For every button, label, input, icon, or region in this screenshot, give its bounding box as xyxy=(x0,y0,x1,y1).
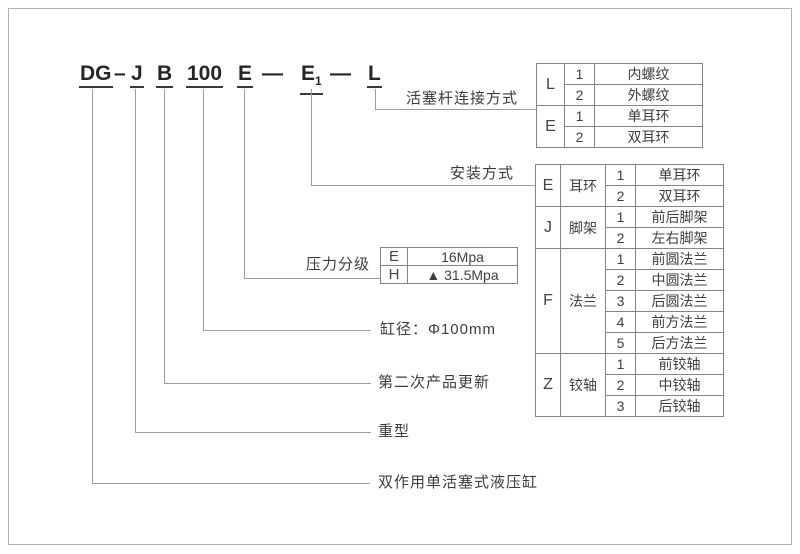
label-revision: 第二次产品更新 xyxy=(378,374,491,391)
option-num: 2 xyxy=(605,269,636,291)
code-bore: 100 xyxy=(186,62,224,88)
table-row: E 16Mpa xyxy=(380,247,518,266)
code-emdash-1: — xyxy=(262,62,283,85)
option-desc: 单耳环 xyxy=(594,105,703,127)
option-num: 2 xyxy=(605,185,636,207)
option-desc: 前圆法兰 xyxy=(635,248,724,270)
option-num: 2 xyxy=(564,84,595,106)
pressure-table: E 16Mpa H ▲ 31.5Mpa xyxy=(380,247,518,284)
dropline-rod-conn xyxy=(375,89,376,109)
table-row: E 1 单耳环 xyxy=(536,105,703,148)
option-num: 1 xyxy=(605,164,636,186)
code-emdash-2: — xyxy=(330,62,351,85)
rod-connection-table: L 1 内螺纹 2 外螺纹 E 1 单耳环 2 双耳环 xyxy=(536,63,703,148)
option-num: 1 xyxy=(605,248,636,270)
table-row: E 耳环 1 单耳环 xyxy=(535,164,724,207)
option-num: 1 xyxy=(564,105,595,127)
leader-pressure xyxy=(244,278,380,279)
table-row: J 脚架 1 前后脚架 xyxy=(535,206,724,249)
dropline-pressure xyxy=(244,89,245,278)
option-desc: 前铰轴 xyxy=(635,353,724,375)
option-desc: 双耳环 xyxy=(635,185,724,207)
label-bore: 缸径：Φ100mm xyxy=(380,321,496,338)
section-name: 法兰 xyxy=(560,248,606,354)
option-num: 4 xyxy=(605,311,636,333)
option-desc: 前方法兰 xyxy=(635,311,724,333)
leader-rod-conn xyxy=(375,109,536,110)
option-desc: 左右脚架 xyxy=(635,227,724,249)
section-code: E xyxy=(535,164,561,207)
option-desc: 后铰轴 xyxy=(635,395,724,417)
table-row: L 1 内螺纹 xyxy=(536,63,703,106)
option-num: 1 xyxy=(605,353,636,375)
option-num: 2 xyxy=(605,374,636,396)
code-pressure: E xyxy=(237,62,254,88)
section-code: E xyxy=(536,105,565,148)
option-desc: 后方法兰 xyxy=(635,332,724,354)
table-row: 2 外螺纹 xyxy=(537,84,703,106)
option-desc: 内螺纹 xyxy=(594,63,703,85)
pressure-value: 16Mpa xyxy=(407,247,518,266)
mounting-table: E 耳环 1 单耳环 2 双耳环 J 脚架 1 前后脚架 2 左右脚架 F 法兰… xyxy=(535,164,724,417)
table-row: 3 后圆法兰 xyxy=(536,290,724,312)
option-num: 1 xyxy=(605,206,636,228)
table-row: 2 双耳环 xyxy=(536,185,724,207)
section-code: J xyxy=(535,206,561,249)
option-num: 2 xyxy=(564,126,595,148)
dropline-revision xyxy=(164,89,165,383)
option-desc: 双耳环 xyxy=(594,126,703,148)
code-heavy: J xyxy=(130,62,144,88)
leader-mounting xyxy=(311,185,535,186)
code-dash: – xyxy=(114,62,126,85)
label-pressure: 压力分级 xyxy=(305,256,370,273)
dropline-mounting xyxy=(311,89,312,185)
option-num: 2 xyxy=(605,227,636,249)
table-row: Z 铰轴 1 前铰轴 xyxy=(535,353,724,417)
code-revision: B xyxy=(156,62,174,88)
table-row: 2 中铰轴 xyxy=(536,374,724,396)
section-name: 铰轴 xyxy=(560,353,606,417)
option-num: 3 xyxy=(605,290,636,312)
outer-border xyxy=(8,8,792,545)
pressure-value: ▲ 31.5Mpa xyxy=(407,265,518,284)
table-row: 2 中圆法兰 xyxy=(536,269,724,291)
option-desc: 单耳环 xyxy=(635,164,724,186)
option-desc: 中圆法兰 xyxy=(635,269,724,291)
option-num: 3 xyxy=(605,395,636,417)
section-code: F xyxy=(535,248,561,354)
label-heavy: 重型 xyxy=(378,423,411,440)
dropline-bore xyxy=(203,89,204,330)
leader-revision xyxy=(164,383,371,384)
table-row: 2 双耳环 xyxy=(537,126,703,148)
leader-bore xyxy=(203,330,371,331)
table-row: H ▲ 31.5Mpa xyxy=(380,265,518,284)
option-desc: 后圆法兰 xyxy=(635,290,724,312)
leader-type xyxy=(92,483,370,484)
table-row: 2 左右脚架 xyxy=(536,227,724,249)
code-series: DG xyxy=(79,62,113,88)
table-row: F 法兰 1 前圆法兰 xyxy=(535,248,724,354)
pressure-code: H xyxy=(380,265,408,284)
pressure-code: E xyxy=(380,247,408,266)
table-row: 3 后铰轴 xyxy=(536,395,724,417)
table-row: 5 后方法兰 xyxy=(536,332,724,354)
option-desc: 前后脚架 xyxy=(635,206,724,228)
section-code: Z xyxy=(535,353,561,417)
code-rod-conn: L xyxy=(367,62,382,88)
option-desc: 外螺纹 xyxy=(594,84,703,106)
section-name: 耳环 xyxy=(560,164,606,207)
dropline-heavy xyxy=(135,89,136,432)
option-desc: 中铰轴 xyxy=(635,374,724,396)
label-rod-connection: 活塞杆连接方式 xyxy=(405,90,518,107)
label-type: 双作用单活塞式液压缸 xyxy=(378,474,539,491)
table-row: 4 前方法兰 xyxy=(536,311,724,333)
dropline-series xyxy=(92,89,93,483)
option-num: 1 xyxy=(564,63,595,85)
section-name: 脚架 xyxy=(560,206,606,249)
label-mounting: 安装方式 xyxy=(449,165,514,182)
option-num: 5 xyxy=(605,332,636,354)
leader-heavy xyxy=(135,432,371,433)
section-code: L xyxy=(536,63,565,106)
